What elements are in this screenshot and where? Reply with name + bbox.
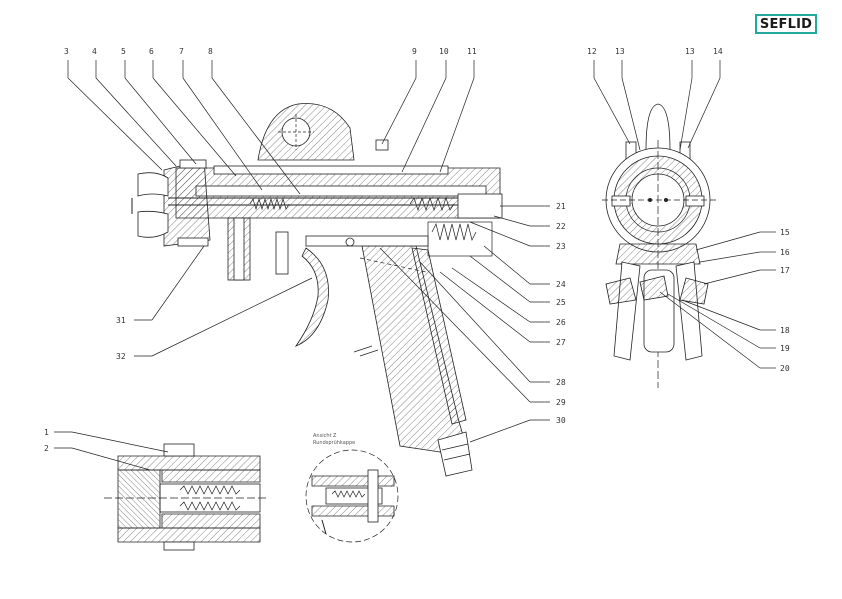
callout-16: 16 — [780, 248, 790, 257]
callout-29: 29 — [556, 398, 566, 407]
callout-31: 31 — [116, 316, 126, 325]
callout-20: 20 — [780, 364, 790, 373]
callout-22: 22 — [556, 222, 566, 231]
callout-15: 15 — [780, 228, 790, 237]
callout-11: 11 — [467, 47, 477, 56]
callout-25: 25 — [556, 298, 566, 307]
callout-32: 32 — [116, 352, 126, 361]
brand-name: SEFLID — [759, 16, 813, 32]
callout-10: 10 — [439, 47, 449, 56]
spray-gun-side-section — [131, 103, 503, 477]
detail-nozzle-section — [104, 443, 268, 551]
detail-title-line2: Rundsprühkappe — [313, 440, 355, 446]
callout-1: 1 — [44, 428, 49, 437]
callout-28: 28 — [556, 378, 566, 387]
callout-13b: 13 — [685, 47, 695, 56]
callout-7: 7 — [179, 47, 184, 56]
callout-21: 21 — [556, 202, 566, 211]
brand-logo: SEFLID — [755, 14, 817, 34]
callout-8: 8 — [208, 47, 213, 56]
callout-24: 24 — [556, 280, 566, 289]
callout-3: 3 — [64, 47, 69, 56]
callout-17: 17 — [780, 266, 790, 275]
callout-13a: 13 — [615, 47, 625, 56]
callout-18: 18 — [780, 326, 790, 335]
main-callout-labels: 3 4 5 6 7 8 9 10 11 21 22 23 24 25 26 27… — [64, 47, 566, 425]
callout-14: 14 — [713, 47, 723, 56]
callout-4: 4 — [92, 47, 97, 56]
callout-6: 6 — [149, 47, 154, 56]
callout-9: 9 — [412, 47, 417, 56]
detail-left-leaders: 1 2 — [44, 428, 169, 471]
callout-2: 2 — [44, 444, 49, 453]
callout-12: 12 — [587, 47, 597, 56]
main-callout-leaders — [67, 60, 550, 443]
callout-30: 30 — [556, 416, 566, 425]
callout-26: 26 — [556, 318, 566, 327]
callout-23: 23 — [556, 242, 566, 251]
callout-27: 27 — [556, 338, 566, 347]
front-callout-labels: 12 13 13 14 15 16 17 18 19 20 — [587, 47, 790, 373]
callout-5: 5 — [121, 47, 126, 56]
front-callout-leaders — [593, 60, 776, 369]
spray-gun-front-view — [602, 103, 716, 388]
detail-view-z: Ansicht Z Rundsprühkappe — [305, 433, 399, 543]
callout-19: 19 — [780, 344, 790, 353]
detail-title-line1: Ansicht Z — [313, 433, 337, 439]
